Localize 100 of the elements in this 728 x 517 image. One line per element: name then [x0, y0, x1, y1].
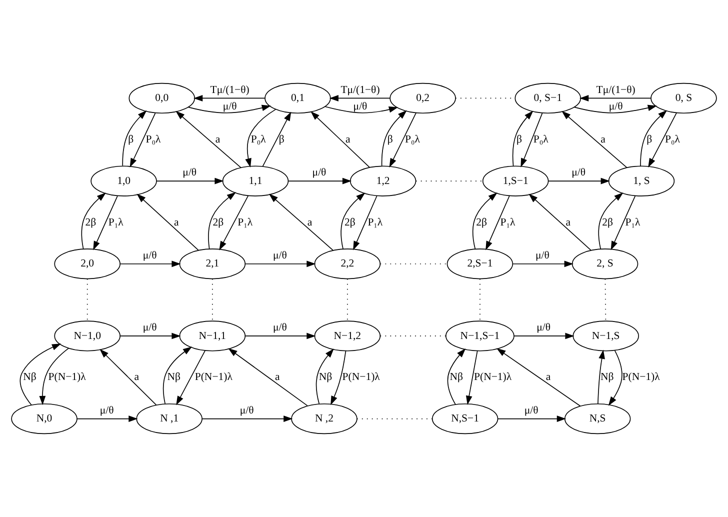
arrow — [514, 332, 574, 340]
edge-label: P₀λ — [146, 133, 161, 146]
node-ellipse: N,0 — [11, 403, 78, 434]
arrow — [176, 350, 206, 406]
node-ellipse: N ,1 — [136, 403, 202, 434]
edge-label: P₁λ — [625, 216, 640, 228]
arrow — [512, 260, 574, 268]
node-ellipse: 1, S — [608, 166, 675, 196]
arrow — [268, 194, 334, 251]
edge-label: μ/θ — [536, 249, 550, 262]
edge-label: a — [600, 133, 606, 146]
edge-label: μ/θ — [608, 100, 623, 112]
edge-label: P(N−1)λ — [474, 371, 512, 384]
arrow — [76, 416, 138, 422]
node-ellipse: 1,0 — [90, 166, 157, 196]
arrow — [548, 178, 610, 184]
arrow — [93, 196, 118, 250]
edge-label: μ/θ — [240, 404, 254, 416]
edge-label: a — [134, 371, 140, 384]
node-ellipse: N,S — [564, 403, 631, 434]
edge-label: Nβ — [167, 371, 181, 384]
arrow — [598, 350, 605, 404]
arrow — [381, 110, 407, 166]
connector — [86, 278, 88, 322]
connector — [356, 418, 433, 420]
arrow — [156, 178, 224, 184]
arrow — [219, 195, 249, 250]
edge-label: P(N−1)λ — [48, 371, 86, 384]
arrow — [120, 332, 181, 340]
arrow — [20, 344, 62, 406]
node-ellipse: N ,2 — [291, 403, 358, 434]
arrow — [329, 95, 390, 102]
arrow — [512, 110, 534, 166]
arrow — [562, 110, 628, 168]
arrow — [497, 416, 566, 422]
arrow — [122, 110, 147, 166]
arrow — [330, 350, 346, 406]
arrow — [245, 332, 316, 340]
arrow — [389, 112, 416, 168]
node-ellipse: 0,2 — [390, 82, 456, 114]
edge-label: 2β — [85, 216, 96, 228]
edge-label: P₁λ — [238, 216, 253, 228]
arrow — [472, 192, 498, 250]
arrow — [353, 196, 378, 250]
edge-label: μ/θ — [100, 404, 114, 416]
edge-label: P₁λ — [500, 216, 516, 228]
arrow — [640, 110, 668, 167]
node-ellipse: 1,2 — [350, 166, 416, 196]
arrow — [486, 196, 510, 250]
arrow — [245, 260, 316, 268]
arrow — [202, 416, 293, 422]
edge-label: μ/θ — [524, 404, 538, 416]
edge-label: 2β — [602, 216, 613, 228]
node-ellipse: 0, S−1 — [514, 82, 582, 114]
edge-label: a — [546, 371, 551, 384]
arrow — [188, 104, 271, 114]
edge-label: a — [307, 216, 312, 228]
edge-label: μ/θ — [312, 166, 326, 179]
node-ellipse: N−1,1 — [179, 320, 246, 352]
edge-label: Nβ — [600, 371, 614, 384]
edge-label: μ/θ — [272, 321, 287, 334]
node-ellipse: 2,1 — [179, 248, 246, 280]
edge-label: P₀λ — [404, 133, 420, 146]
edge-label: Nβ — [450, 371, 463, 384]
edge-label: 2β — [344, 216, 356, 228]
edge-label: Nβ — [318, 371, 332, 384]
arrow — [136, 194, 199, 251]
arrow — [608, 350, 622, 406]
arrow — [648, 112, 677, 168]
node-ellipse: 1,1 — [222, 166, 289, 196]
edge-label: β — [387, 133, 393, 146]
edge-label: μ/θ — [142, 249, 157, 262]
arrow — [39, 348, 70, 406]
arrow — [176, 110, 242, 168]
edge-label: a — [215, 133, 220, 146]
arrow — [324, 106, 398, 114]
node-ellipse: 2,0 — [54, 248, 120, 280]
arrow — [81, 192, 106, 250]
node-ellipse: 2,S−1 — [446, 248, 514, 280]
node-ellipse: N−1,0 — [54, 320, 120, 352]
arrow — [574, 104, 657, 114]
edge-label: μ/θ — [142, 321, 157, 334]
edge-label: μ/θ — [536, 321, 551, 334]
edge-label: μ/θ — [182, 166, 197, 179]
arrow — [447, 348, 466, 405]
arrow — [580, 95, 652, 102]
node-ellipse: 0,1 — [264, 82, 331, 114]
edge-label: Nβ — [23, 371, 36, 384]
edge-label: μ/θ — [572, 166, 586, 179]
edge-label: 2β — [212, 216, 224, 228]
edge-label: β — [128, 133, 134, 146]
edge-label: β — [278, 133, 284, 146]
arrow — [528, 194, 592, 251]
edge-label: P₀λ — [250, 133, 266, 146]
edge-label: P₁λ — [108, 216, 124, 228]
node-ellipse: N−1,S — [572, 320, 639, 352]
arrow — [598, 192, 624, 250]
arrow — [610, 196, 636, 250]
arrow — [100, 348, 157, 406]
arrow — [208, 192, 236, 250]
